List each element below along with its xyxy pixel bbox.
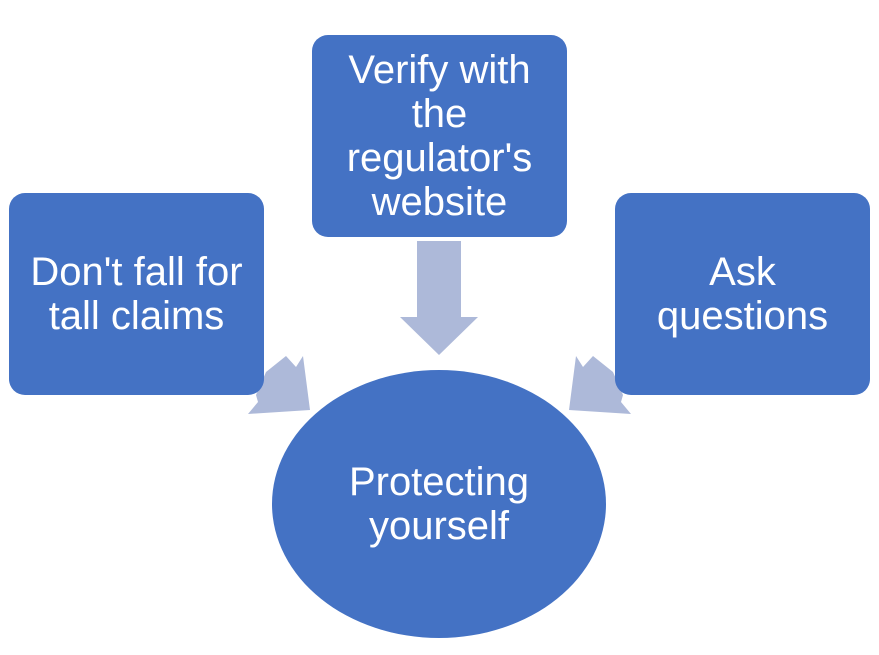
node-label: Ask questions (656, 250, 829, 338)
node-label: Verify with the regulator's website (346, 48, 533, 224)
node-ask-questions: Ask questions (615, 193, 870, 395)
center-label: Protecting yourself (348, 460, 530, 548)
node-label: Don't fall for tall claims (30, 250, 243, 338)
node-verify-with-regulator: Verify with the regulator's website (312, 35, 567, 237)
arrow-top-to-center (400, 241, 478, 355)
arrow-left-to-center (248, 356, 310, 414)
arrow-right-to-center (569, 356, 631, 414)
node-dont-fall-for-tall-claims: Don't fall for tall claims (9, 193, 264, 395)
center-node-protecting-yourself: Protecting yourself (272, 370, 606, 638)
